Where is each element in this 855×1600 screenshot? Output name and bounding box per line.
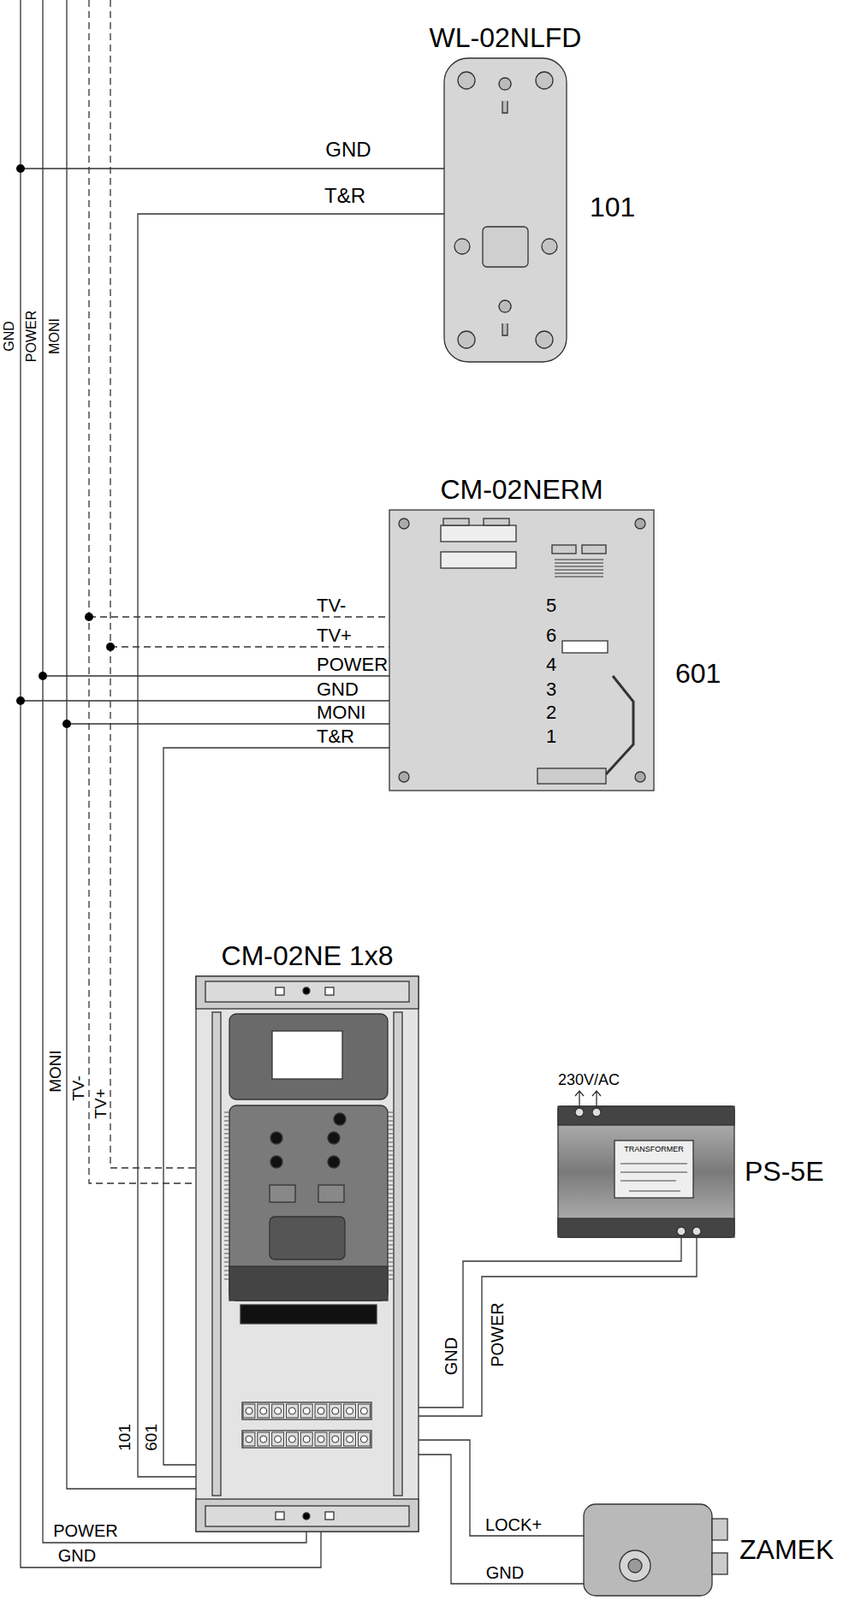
signal-name: MONI bbox=[316, 703, 366, 723]
signal-name: GND bbox=[442, 1337, 460, 1376]
signal-name: POWER bbox=[53, 1522, 119, 1540]
device-title: ZAMEK bbox=[739, 1535, 834, 1566]
device-outline: ZAMEK bbox=[583, 1504, 730, 1597]
callout-number: 101 bbox=[589, 193, 636, 221]
signal-name: GND bbox=[325, 139, 371, 161]
signal-name: 3 bbox=[546, 680, 557, 700]
signal-name: 1 bbox=[546, 727, 557, 747]
signal-name: 230V/AC bbox=[558, 1072, 620, 1088]
signal-name: MONI bbox=[47, 318, 62, 355]
wire-connector bbox=[137, 213, 445, 1478]
signal-name: LOCK+ bbox=[485, 1516, 542, 1534]
device-outline: CM-02NERM bbox=[389, 510, 654, 791]
signal-name: GND bbox=[486, 1564, 524, 1582]
signal-name: 5 bbox=[546, 596, 557, 616]
signal-name: MONI bbox=[47, 1050, 64, 1093]
callout-number: 601 bbox=[675, 659, 721, 688]
signal-name: 6 bbox=[546, 626, 557, 646]
signal-name: TV+ bbox=[316, 626, 352, 646]
device-title: CM-02NERM bbox=[439, 475, 603, 505]
wire-connector bbox=[418, 1440, 584, 1537]
signal-name: TRANSFORMER bbox=[623, 1145, 684, 1154]
signal-name: 2 bbox=[546, 703, 557, 723]
signal-name: T&R bbox=[324, 185, 366, 207]
wire-connector bbox=[163, 748, 390, 1466]
device-title: CM-02NE 1x8 bbox=[221, 941, 394, 972]
signal-name: GND bbox=[316, 680, 359, 700]
device-outline: WL-02NLFD bbox=[444, 58, 567, 363]
device-outline: PS-5E bbox=[558, 1106, 735, 1238]
signal-name: TV+ bbox=[92, 1088, 109, 1119]
signal-name: 601 bbox=[142, 1424, 160, 1452]
wire-connector bbox=[418, 1237, 697, 1417]
device-title: PS-5E bbox=[744, 1157, 824, 1188]
device-outline: CM-02NE 1x8 bbox=[195, 976, 419, 1532]
signal-name: POWER bbox=[488, 1302, 506, 1368]
signal-name: POWER bbox=[24, 310, 39, 363]
signal-name: GND bbox=[58, 1547, 96, 1565]
signal-name: T&R bbox=[316, 727, 355, 747]
signal-name: 4 bbox=[546, 655, 557, 675]
signal-name: POWER bbox=[316, 655, 388, 675]
signal-name: TV- bbox=[316, 596, 346, 616]
signal-name: TV- bbox=[70, 1075, 87, 1102]
signal-name: GND bbox=[2, 320, 17, 352]
signal-name: 101 bbox=[116, 1424, 133, 1452]
device-title: WL-02NLFD bbox=[429, 23, 582, 54]
